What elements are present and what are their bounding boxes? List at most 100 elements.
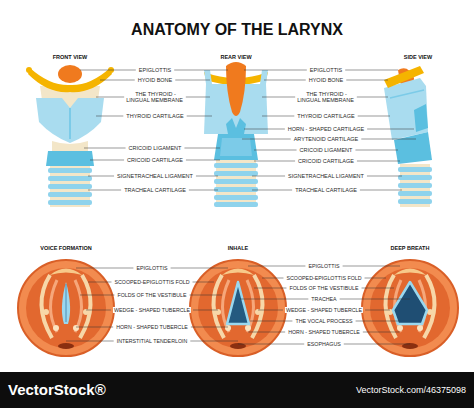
rear-view-larynx — [214, 187, 258, 192]
rear-view-larynx — [214, 163, 258, 168]
label-text: ARYTENOID CARTILAGE — [293, 136, 360, 142]
leader-line — [262, 116, 294, 117]
label-text: FOLDS OF THE VESTIBULE — [116, 292, 187, 298]
leader-line — [171, 268, 228, 269]
leader-line — [242, 139, 291, 140]
leader-line — [358, 116, 390, 117]
leader-line — [262, 278, 283, 279]
part-label: CRICOID CARTILAGE — [297, 158, 355, 164]
part-label: ESOPHAGUS — [306, 341, 342, 347]
leader-line — [187, 116, 212, 117]
part-label: EPIGLOTTIS — [138, 67, 172, 73]
leader-line — [96, 97, 124, 98]
label-text: THE THYROID - LINGUAL MEMBRANE — [126, 91, 184, 103]
view-heading: SIDE VIEW — [404, 54, 432, 60]
label-text: REAR VIEW — [220, 54, 251, 60]
front-view-larynx — [26, 65, 114, 207]
leader-line — [88, 176, 114, 177]
view-heading: FRONT VIEW — [53, 54, 88, 60]
leader-line — [248, 266, 305, 267]
part-label: EPIGLOTTIS — [309, 67, 343, 73]
front-view-larynx — [48, 200, 92, 205]
part-label: EPIGLOTTIS — [307, 263, 340, 269]
leader-line — [363, 332, 400, 333]
label-text: THE VOCAL PROCESS — [294, 318, 353, 324]
leader-line — [80, 295, 114, 296]
side-view-larynx — [398, 191, 432, 196]
label-text: VOICE FORMATION — [40, 245, 92, 251]
leader-line — [90, 160, 124, 161]
part-label: THYROID CARTILAGE — [296, 113, 355, 119]
leader-line — [340, 299, 410, 300]
leader-line — [244, 70, 307, 71]
leader-line — [357, 161, 400, 162]
label-text: VectorStock.com/46375098 — [356, 385, 466, 395]
label-text: HYOID BONE — [308, 77, 345, 83]
front-view-larynx — [58, 65, 82, 83]
leader-line — [240, 299, 308, 300]
leader-line — [356, 321, 400, 322]
front-view-larynx — [52, 141, 88, 152]
part-label: SCOOPED-EPIGLOTTIS FOLD — [285, 275, 362, 281]
front-view-larynx — [28, 68, 112, 92]
part-label: INTERSTITIAL TENDERLOIN — [116, 338, 189, 344]
label-text: SCOOPED-EPIGLOTTIS FOLD — [285, 275, 362, 281]
leader-line — [248, 332, 285, 333]
leader-line — [80, 70, 136, 71]
label-text: EPIGLOTTIS — [135, 265, 168, 271]
side-view-larynx — [384, 66, 432, 207]
leader-line — [88, 282, 111, 283]
label-text: HORN - SHAPED TUBERCLE — [287, 329, 361, 335]
part-label: EPIGLOTTIS — [135, 265, 168, 271]
label-text: EPIGLOTTIS — [138, 67, 172, 73]
part-label: WEDGE - SHAPED TUBERCLE — [113, 307, 191, 313]
part-label: TRACHEAL CARTILAGE — [123, 187, 187, 193]
leader-line — [357, 97, 388, 98]
leader-line — [258, 310, 283, 311]
label-text: TRACHEA — [310, 296, 337, 302]
leader-line — [264, 80, 306, 81]
label-text: FRONT VIEW — [53, 54, 88, 60]
label-text: THYROID CARTILAGE — [125, 113, 184, 119]
leader-line — [193, 310, 218, 311]
label-text: CRICOID LIGAMENT — [299, 147, 354, 153]
view-heading: DEEP BREATH — [391, 245, 430, 251]
part-label: CRICOID CARTILAGE — [126, 157, 184, 163]
leader-line — [186, 97, 210, 98]
leader-line — [196, 176, 218, 177]
leader-line — [238, 344, 304, 345]
part-label: WEDGE - SHAPED TUBERCLE — [285, 307, 363, 313]
glottis-inhale — [227, 282, 249, 324]
part-label: HORN - SHAPED CARTILAGE — [287, 126, 365, 132]
side-view-larynx — [398, 183, 432, 188]
part-label: SIGNETRACHEAL LIGAMENT — [116, 173, 194, 179]
label-text: HORN - SHAPED TUBERCLE — [115, 324, 189, 330]
rear-view-larynx — [214, 179, 258, 184]
leader-line — [254, 288, 286, 289]
side-view-larynx — [414, 104, 428, 132]
rear-view-larynx — [204, 62, 268, 207]
leader-line — [367, 129, 414, 130]
part-label: HYOID BONE — [137, 77, 174, 83]
label-text: SIGNETRACHEAL LIGAMENT — [287, 173, 365, 179]
leader-line — [76, 327, 113, 328]
glottis-deep-breath — [362, 260, 458, 356]
label-text: ESOPHAGUS — [306, 341, 342, 347]
glottis-deep-breath — [393, 282, 427, 324]
view-heading: INHALE — [228, 245, 248, 251]
label-text: TRACHEAL CARTILAGE — [123, 187, 187, 193]
leader-line — [189, 190, 218, 191]
label-text: SIGNETRACHEAL LIGAMENT — [116, 173, 194, 179]
larynx-top-view — [190, 260, 286, 356]
leader-line — [252, 190, 292, 191]
leader-line — [346, 80, 388, 81]
rear-view-larynx — [214, 171, 258, 176]
glottis-inhale — [190, 260, 286, 356]
part-label: HORN - SHAPED TUBERCLE — [115, 324, 189, 330]
leader-line — [76, 268, 133, 269]
label-text: THYROID CARTILAGE — [296, 113, 355, 119]
rear-view-larynx — [220, 138, 252, 156]
leader-line — [250, 321, 292, 322]
label-text: WEDGE - SHAPED TUBERCLE — [285, 307, 363, 313]
